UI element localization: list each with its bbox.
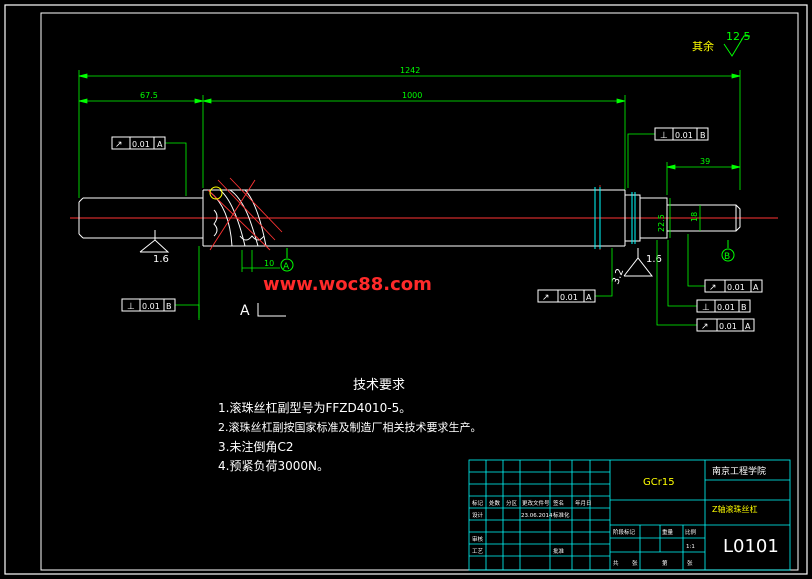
svg-text:0.01: 0.01 (717, 303, 735, 312)
dimension-left-shaft (78, 95, 204, 188)
svg-text:签名: 签名 (553, 499, 564, 507)
title-part-name: Z轴滚珠丝杠 (712, 504, 757, 514)
dim-diam-2-text: 18 (690, 212, 699, 222)
tolerance-frame-6: ⊥ 0.01 B (696, 299, 751, 313)
svg-text:标记: 标记 (472, 499, 484, 507)
tolerance-frame-1: ↗ 0.01 A (111, 136, 166, 150)
svg-text:设计: 设计 (472, 511, 484, 519)
dimension-diameters (669, 198, 701, 238)
svg-text:23.06.2014: 23.06.2014 (521, 513, 553, 519)
section-label-a: A (240, 303, 250, 319)
svg-text:批准: 批准 (553, 547, 565, 555)
svg-text:A: A (157, 140, 163, 149)
groove-marks (594, 187, 636, 249)
requirements-title: 技术要求 (353, 378, 405, 393)
dim-left-shaft-text: 67.5 (140, 91, 158, 100)
svg-text:阶段标记: 阶段标记 (613, 528, 636, 536)
tolerance-frame-5: ↗ 0.01 A (704, 279, 763, 293)
dim-total-length-text: 1242 (400, 66, 420, 75)
svg-text:审核: 审核 (472, 535, 484, 543)
svg-text:第: 第 (662, 559, 668, 567)
svg-text:↗: ↗ (542, 293, 550, 303)
sheet-inner-border (40, 12, 799, 571)
watermark-text: www.woc88.com (263, 274, 432, 295)
roughness-other-symbol (723, 35, 750, 57)
svg-text:分区: 分区 (506, 499, 518, 507)
dim-thread-length-text: 1000 (402, 91, 422, 100)
svg-text:0.01: 0.01 (560, 293, 578, 302)
svg-text:年月日: 年月日 (575, 499, 592, 507)
title-material: GCr15 (643, 477, 675, 488)
svg-text:↗: ↗ (115, 140, 123, 150)
thread-detail-circle (209, 186, 223, 200)
roughness-1-text: 1.6 (153, 254, 169, 265)
title-block (468, 459, 791, 571)
thread-hatch (207, 177, 283, 251)
dim-diam-1-text: 22.5 (657, 214, 666, 232)
tolerance-frame-4: ⊥ 0.01 B (121, 298, 176, 312)
svg-text:↗: ↗ (701, 322, 709, 332)
svg-text:0.01: 0.01 (719, 322, 737, 331)
svg-text:B: B (741, 303, 747, 312)
dimension-right-length (666, 162, 741, 195)
tolerance-frame-7: ↗ 0.01 A (696, 318, 755, 332)
dim-right-length-text: 39 (700, 157, 710, 166)
svg-text:0.01: 0.01 (675, 131, 693, 140)
svg-text:张: 张 (632, 559, 638, 567)
svg-text:1:1: 1:1 (686, 544, 695, 550)
requirement-item-4: 4.预紧负荷3000N。 (218, 459, 329, 473)
svg-text:0.01: 0.01 (142, 302, 160, 311)
tolerance-frame-3: ↗ 0.01 A (537, 289, 596, 303)
requirement-item-3: 3.未注倒角C2 (218, 439, 293, 454)
roughness-other-value: 12.5 (726, 30, 751, 43)
dimension-total-length (78, 70, 741, 198)
title-drawing-no: L0101 (723, 536, 779, 557)
dimension-pitch (241, 250, 280, 272)
svg-text:0.01: 0.01 (132, 140, 150, 149)
svg-text:⊥: ⊥ (702, 303, 710, 313)
svg-text:A: A (753, 283, 759, 292)
svg-text:B: B (166, 302, 172, 311)
roughness-symbol-1 (139, 230, 170, 253)
svg-text:↗: ↗ (709, 283, 717, 293)
title-block-cells: 标记 处数 分区 更改文件号 签名 年月日 设计 标准化 阶段标记 重量 比例 … (472, 499, 697, 567)
svg-text:0.01: 0.01 (727, 283, 745, 292)
leader-lines (165, 133, 705, 326)
title-school: 南京工程学院 (712, 465, 766, 477)
svg-text:处数: 处数 (489, 499, 501, 507)
shaft-outline (78, 189, 741, 247)
svg-text:更改文件号: 更改文件号 (522, 499, 550, 507)
svg-text:B: B (700, 131, 706, 140)
svg-text:A: A (745, 322, 751, 331)
svg-text:⊥: ⊥ (127, 302, 135, 312)
sheet-border (4, 4, 808, 575)
datum-b-label: B (724, 252, 730, 262)
datum-a-marker (280, 248, 294, 272)
section-marker-a (257, 303, 286, 317)
roughness-symbol-2 (623, 248, 654, 277)
dim-pitch-text: 10 (264, 259, 274, 268)
svg-text:标准化: 标准化 (553, 511, 570, 519)
svg-text:重量: 重量 (662, 528, 674, 536)
roughness-2-text: 1.6 (646, 254, 662, 265)
datum-b-marker (721, 240, 735, 262)
dimension-thread-length (202, 95, 626, 190)
requirement-item-2: 2.滚珠丝杠副按国家标准及制造厂相关技术要求生产。 (218, 420, 482, 434)
svg-text:⊥: ⊥ (660, 131, 668, 141)
svg-text:A: A (586, 293, 592, 302)
svg-text:比例: 比例 (685, 528, 697, 536)
svg-text:张: 张 (687, 559, 693, 567)
svg-text:工艺: 工艺 (472, 548, 484, 555)
requirement-item-1: 1.滚珠丝杠副型号为FFZD4010-5。 (218, 400, 411, 415)
datum-a-label: A (283, 262, 290, 272)
roughness-3-text: 3.2 (610, 267, 626, 286)
tolerance-frame-2: ⊥ 0.01 B (654, 127, 709, 141)
svg-text:共: 共 (613, 559, 619, 567)
roughness-other-label: 其余 (692, 39, 714, 53)
